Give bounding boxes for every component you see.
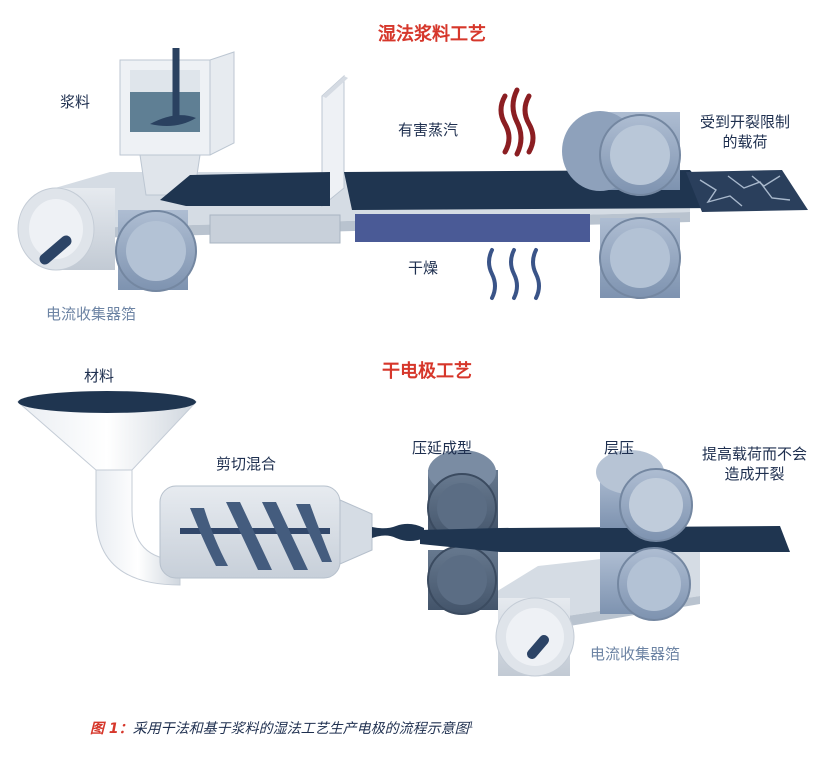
no-crack-label-line1: 提高载荷而不会: [702, 445, 808, 463]
calender-top-roller: [427, 450, 498, 543]
slurry-label: 浆料: [60, 93, 91, 111]
material-funnel: [16, 391, 198, 586]
calender-bottom-roller: [427, 545, 498, 615]
vapor-label: 有害蒸汽: [398, 121, 459, 139]
crack-label-line1: 受到开裂限制: [700, 113, 791, 131]
slurry-tank: [119, 48, 235, 196]
no-crack-label-line2: 造成开裂: [724, 465, 785, 484]
wet-foil-roll: [17, 187, 115, 271]
lamination-label: 层压: [604, 439, 635, 457]
dry-foil-label: 电流收集器箔: [590, 645, 681, 663]
dry-electrode-film: [420, 526, 790, 552]
wet-top-roller: [562, 111, 681, 196]
dry-foil-roll: [495, 597, 575, 677]
wet-bottom-roller: [599, 217, 681, 299]
crack-label-line2: 的载荷: [722, 133, 768, 152]
drying-heat-icon: [487, 248, 541, 300]
wet-process-title: 湿法浆料工艺: [378, 24, 486, 45]
crack-label: 受到开裂限制 的载荷: [700, 112, 790, 153]
caption-prefix: 图 1：: [90, 721, 133, 737]
wet-support-roller: [115, 210, 197, 292]
drying-label: 干燥: [408, 259, 439, 277]
figure-caption: 图 1：采用干法和基于浆料的湿法工艺生产电极的流程示意图1: [90, 718, 474, 738]
caption-text: 采用干法和基于浆料的湿法工艺生产电极的流程示意图: [132, 721, 469, 737]
lamination-bottom-roller: [600, 547, 691, 621]
mixing-label: 剪切混合: [216, 455, 277, 473]
caption-superscript: 1: [468, 720, 474, 730]
wet-foil-label: 电流收集器箔: [46, 305, 137, 323]
material-label: 材料: [84, 367, 115, 385]
calender-label: 压延成型: [412, 439, 473, 457]
lamination-top-roller: [596, 450, 693, 542]
wet-process-illustration: [17, 48, 808, 300]
cracked-electrode: [686, 170, 808, 212]
dry-process-title: 干电极工艺: [382, 361, 472, 382]
wet-support-block: [209, 214, 341, 244]
no-crack-label: 提高载荷而不会 造成开裂: [702, 444, 807, 485]
shear-mixer: [159, 485, 424, 579]
dryer-plate: [355, 214, 590, 242]
vapor-icon: [498, 87, 536, 157]
dry-process-illustration: [16, 391, 790, 677]
